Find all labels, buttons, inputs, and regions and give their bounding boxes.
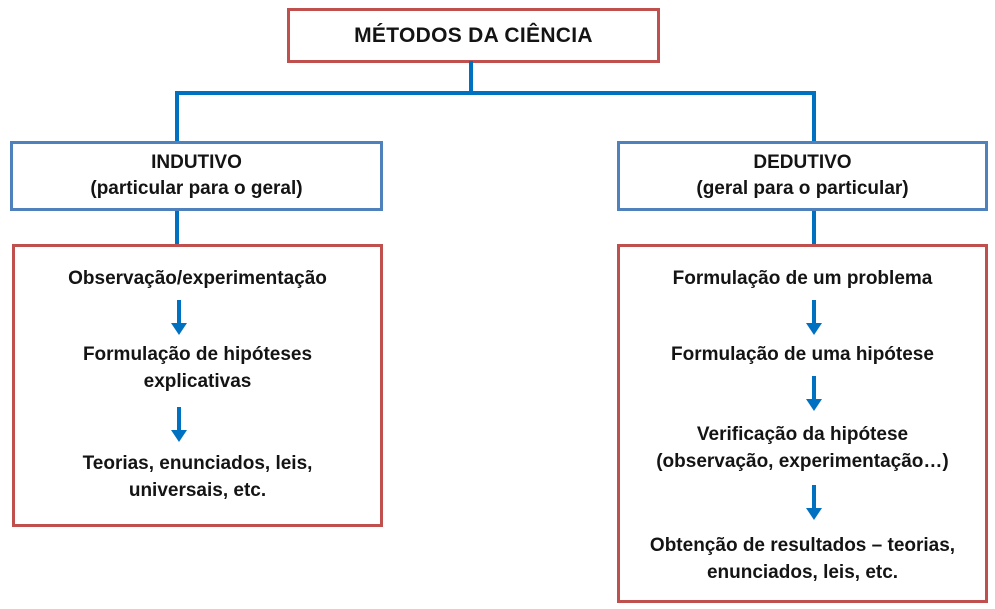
title-box: MÉTODOS DA CIÊNCIA (287, 8, 660, 63)
deductive-step-1: Formulação de um problema (672, 268, 933, 289)
inductive-header-subtitle: (particular para o geral) (90, 178, 303, 199)
connector-drop-deductive (812, 91, 816, 143)
connector-drop-inductive (175, 91, 179, 143)
inductive-flow-box: Observação/experimentação Formulação de … (12, 244, 383, 527)
connector-title-stem (469, 61, 473, 92)
inductive-header-title: INDUTIVO (151, 152, 242, 173)
connector-deductive-to-flow (812, 210, 816, 246)
inductive-step-3: Teorias, enunciados, leis, universais, e… (82, 453, 313, 501)
deductive-step-4: Obtenção de resultados – teorias, enunci… (649, 535, 956, 583)
arrow-stem (811, 376, 816, 399)
inductive-step-2: Formulação de hipóteses explicativas (82, 344, 313, 392)
down-arrow-icon (170, 300, 187, 335)
deductive-flow-box: Formulação de um problema Formulação de … (617, 244, 988, 603)
arrow-head (170, 430, 187, 442)
arrow-head (805, 508, 822, 520)
connector-inductive-to-flow (175, 210, 179, 246)
deductive-header-title: DEDUTIVO (753, 152, 852, 173)
diagram-title: MÉTODOS DA CIÊNCIA (354, 23, 593, 47)
arrow-head (805, 323, 822, 335)
deductive-header-box: DEDUTIVO (geral para o particular) (617, 141, 988, 211)
arrow-head (170, 323, 187, 335)
deductive-header-subtitle: (geral para o particular) (696, 178, 909, 199)
arrow-stem (811, 485, 816, 508)
arrow-stem (176, 407, 181, 430)
arrow-stem (811, 300, 816, 323)
down-arrow-icon (805, 376, 822, 411)
down-arrow-icon (805, 300, 822, 335)
inductive-step-1: Observação/experimentação (68, 268, 327, 289)
arrow-head (805, 399, 822, 411)
down-arrow-icon (805, 485, 822, 520)
connector-horizontal-bar (175, 91, 816, 95)
arrow-stem (176, 300, 181, 323)
inductive-header-box: INDUTIVO (particular para o geral) (10, 141, 383, 211)
deductive-step-2: Formulação de uma hipótese (671, 344, 934, 365)
down-arrow-icon (170, 407, 187, 442)
deductive-step-3: Verificação da hipótese (observação, exp… (656, 424, 949, 472)
